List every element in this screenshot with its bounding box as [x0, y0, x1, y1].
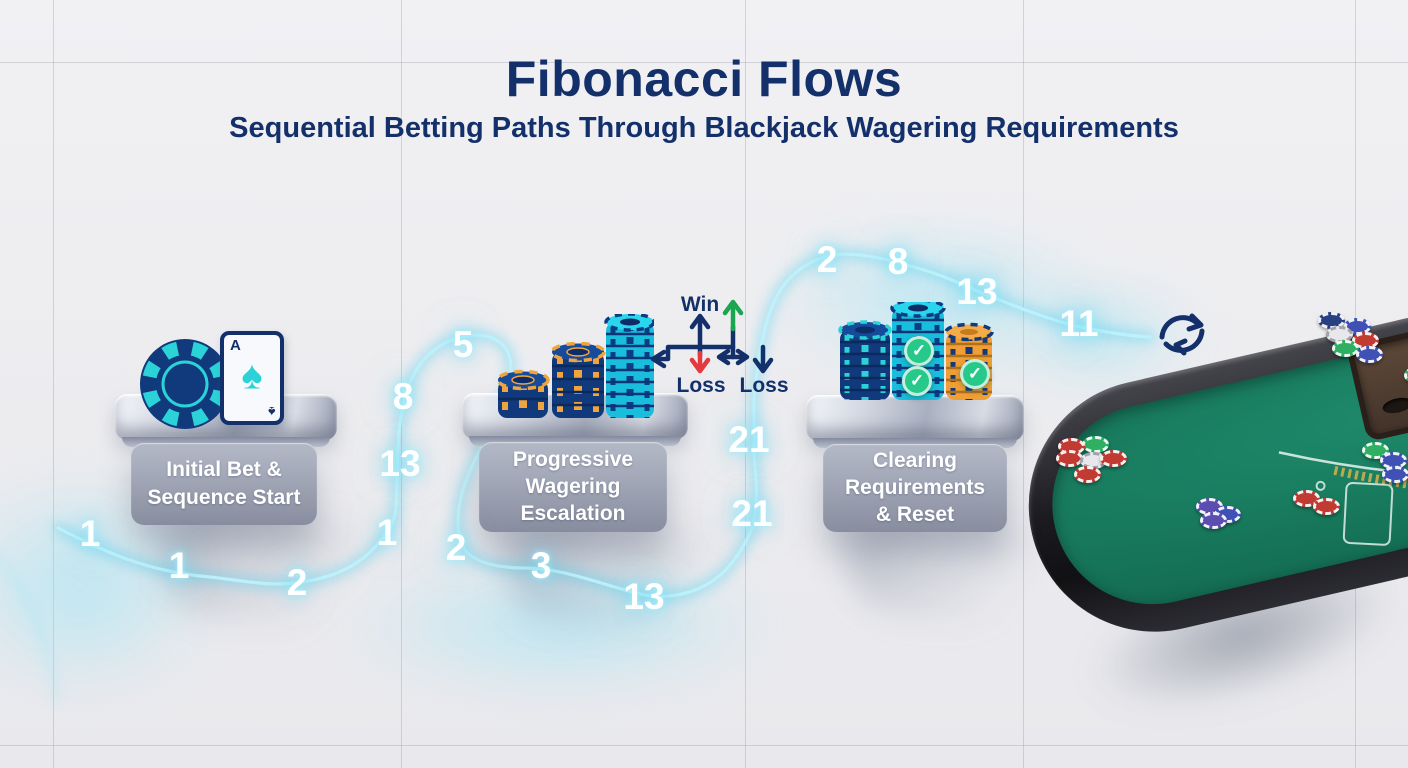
stage-label-panel: Initial Bet & Sequence Start — [131, 443, 317, 525]
grid-line-horizontal — [0, 745, 1408, 746]
stage-label-line: Sequence Start — [147, 485, 301, 509]
stage-label-line: Initial Bet & — [166, 458, 282, 482]
flow-number: 21 — [731, 493, 773, 534]
poker-chip-icon — [140, 339, 230, 429]
stage-label-line: Wagering — [525, 474, 621, 498]
card-rank: A — [230, 337, 241, 354]
flow-number: 13 — [379, 443, 421, 484]
spade-icon: ♠ — [267, 404, 275, 420]
table-markings — [1278, 211, 1408, 546]
stage-label-line: Clearing — [872, 448, 958, 472]
stage-label-panel: Clearing Requirements & Reset — [823, 444, 1007, 532]
stage-label-line: & Reset — [875, 503, 955, 527]
chip-stacks-escalating — [496, 314, 654, 418]
stage-label-line: Escalation — [520, 502, 626, 526]
flow-number: 13 — [956, 271, 998, 312]
stage-clearing-reset: Clearing Requirements & Reset — [806, 395, 1024, 537]
betting-boxes — [1315, 480, 1394, 546]
blackjack-table — [1003, 73, 1408, 657]
flow-number: 2 — [816, 239, 838, 280]
casino-chip-green — [1402, 362, 1408, 386]
tray-slot — [1381, 395, 1408, 416]
flow-number: 2 — [286, 562, 308, 603]
stage-label-line: Requirements — [844, 475, 986, 499]
chip-stack-small — [496, 369, 550, 418]
loss-label: Loss — [739, 374, 789, 397]
stage-label-line: Progressive — [512, 447, 634, 471]
win-arrow-green — [722, 299, 744, 332]
refresh-cycle-icon — [1159, 313, 1205, 356]
flow-number: 2 — [445, 527, 467, 568]
win-label: Win — [680, 293, 720, 316]
flow-number: 1 — [168, 545, 190, 586]
flow-number: 5 — [452, 324, 474, 365]
loss-label: Loss — [676, 374, 726, 397]
page-subtitle: Sequential Betting Paths Through Blackja… — [229, 112, 1179, 144]
check-badge: ✓ — [904, 336, 934, 366]
flow-number: 8 — [887, 241, 909, 282]
loss-arrow-red — [689, 350, 711, 374]
grid-line-horizontal — [0, 62, 1408, 63]
flow-number: 8 — [392, 376, 414, 417]
ace-of-spades-card-icon: A ♠ ♠ — [220, 331, 284, 425]
flow-number: 3 — [530, 545, 552, 586]
check-badge: ✓ — [902, 366, 932, 396]
flow-number: 13 — [623, 576, 665, 617]
spade-icon: ♠ — [241, 353, 263, 398]
flow-number: 21 — [728, 419, 770, 460]
chip-stack-navy-teal — [838, 320, 892, 400]
check-badge: ✓ — [960, 359, 990, 389]
flow-number: 1 — [79, 513, 101, 554]
stage-label-panel: Progressive Wagering Escalation — [479, 442, 667, 532]
flow-number: 11 — [1059, 303, 1099, 344]
chip-stack-medium — [550, 341, 606, 418]
page-title: Fibonacci Flows — [505, 51, 903, 107]
flow-number: 1 — [376, 512, 398, 553]
